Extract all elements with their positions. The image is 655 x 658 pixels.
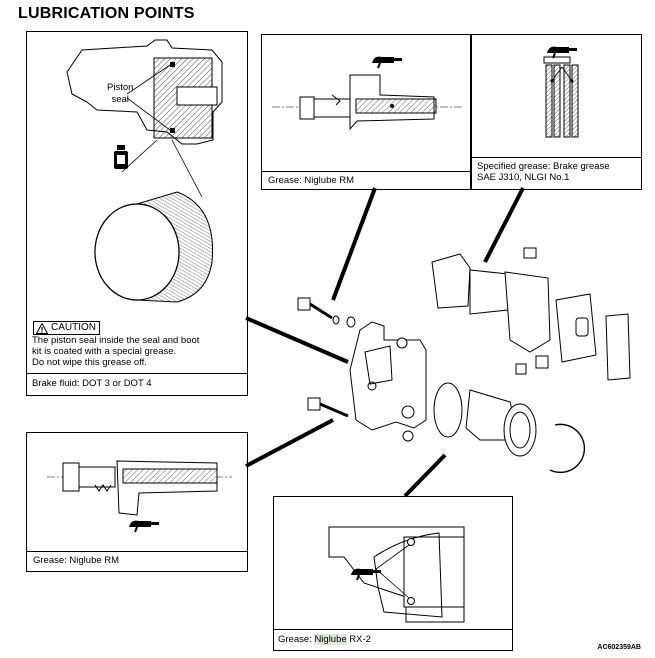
page-title: LUBRICATION POINTS [18, 5, 195, 22]
guide-pin-top-drawing [272, 74, 462, 131]
piston-assembly [433, 382, 586, 474]
caution-badge: CAUTION [33, 321, 100, 335]
guide-pin-left-panel: Grease: Niglube RM [26, 432, 248, 572]
bracket-panel: Grease: Niglube RX-2 [273, 496, 513, 651]
piston-caliper-drawing [66, 39, 223, 303]
piston-panel-divider [27, 373, 247, 374]
caution-line-1: The piston seal inside the seal and boot [32, 335, 200, 346]
grease-gun-icon [372, 56, 402, 69]
piston-panel-caption: Brake fluid: DOT 3 or DOT 4 [32, 378, 152, 389]
guide-pin-left-divider [27, 551, 247, 552]
pads-caption-line-2: SAE J310, NLGI No.1 [477, 172, 570, 183]
guide-pin-top-divider [262, 171, 470, 172]
guide-pin-top-panel: Grease: Niglube RM [261, 34, 471, 190]
caution-line-2: kit is coated with a special grease. [32, 346, 177, 357]
brake-pads-drawing [543, 56, 579, 138]
lower-guide-pin [307, 397, 349, 418]
bracket-caption-highlight: Niglube [314, 634, 347, 645]
pads-caption-line-1: Specified grease: Brake grease [477, 161, 610, 172]
piston-seal-label: Piston seal [107, 82, 133, 106]
bracket-caption-prefix: Grease: [278, 634, 315, 645]
bracket-divider [274, 629, 512, 630]
pads-divider [472, 157, 641, 158]
piston-seal-label-line-1: Piston [107, 82, 134, 93]
caution-triangle-icon [36, 322, 48, 334]
upper-guide-pin [297, 297, 356, 328]
caution-line-3: Do not wipe this grease off. [32, 357, 147, 368]
bracket-caption: Grease: Niglube RX-2 [278, 634, 371, 645]
grease-gun-icon [351, 568, 381, 581]
grease-gun-icon [129, 520, 159, 533]
caution-text: The piston seal inside the seal and boot… [32, 335, 199, 368]
guide-pin-left-caption: Grease: Niglube RM [33, 555, 120, 566]
pads-caption: Specified grease: Brake grease SAE J310,… [477, 161, 610, 183]
brake-fluid-bottle-icon [114, 145, 128, 169]
caution-label: CAUTION [51, 322, 96, 333]
pads-panel: Specified grease: Brake grease SAE J310,… [471, 34, 642, 190]
guide-pin-left-drawing [47, 460, 232, 516]
piston-seal-label-line-2: seal [111, 94, 129, 105]
figure-code: AC602359AB [597, 644, 641, 651]
bracket-caption-suffix: RX-2 [346, 634, 371, 645]
brake-pads-group [431, 247, 631, 381]
piston-panel: Piston seal CAUTION The piston seal insi… [26, 31, 248, 396]
bracket-drawing [328, 526, 465, 623]
grease-gun-icon [547, 46, 577, 59]
caliper-body [349, 321, 427, 442]
guide-pin-top-caption: Grease: Niglube RM [268, 175, 355, 186]
